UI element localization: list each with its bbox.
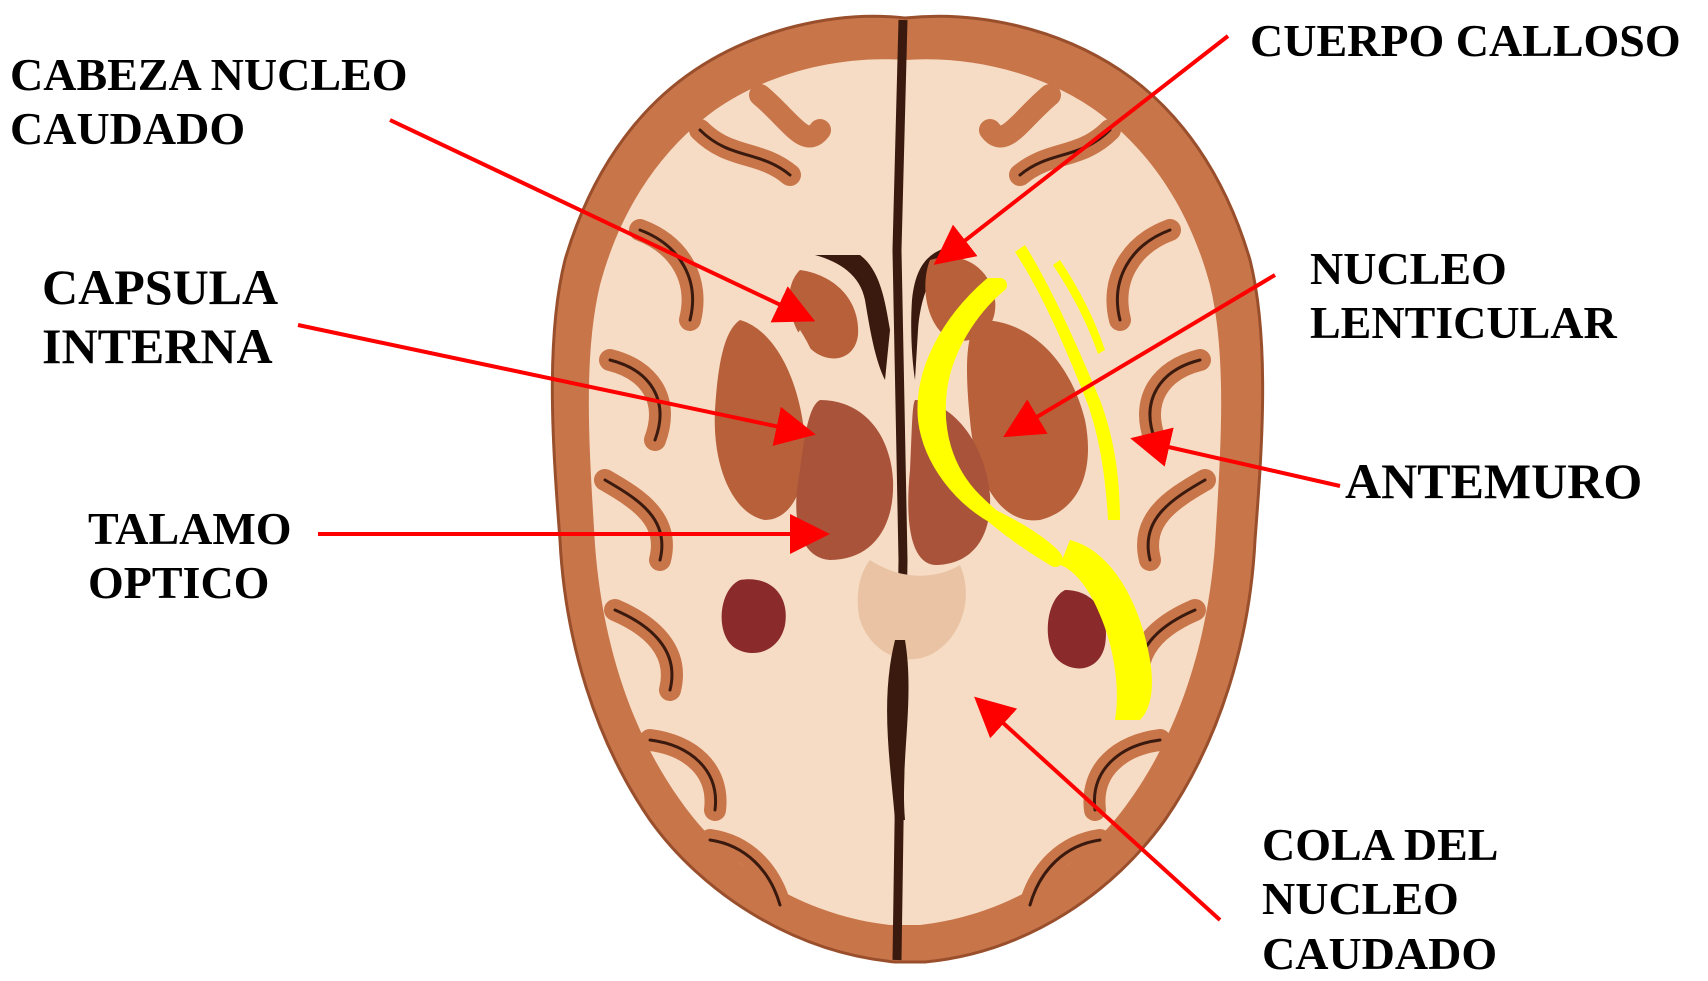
label-line: CAUDADO: [10, 102, 407, 156]
label-line: TALAMO: [88, 502, 292, 556]
label-line: LENTICULAR: [1310, 296, 1617, 350]
label-nucleo-lenticular: NUCLEO LENTICULAR: [1310, 242, 1617, 351]
label-cuerpo-calloso: CUERPO CALLOSO: [1250, 14, 1681, 68]
label-line: ANTEMURO: [1345, 452, 1642, 511]
left-temporal-horn: [722, 579, 786, 653]
label-cabeza-nucleo-caudado: CABEZA NUCLEO CAUDADO: [10, 48, 407, 157]
label-capsula-interna: CAPSULA INTERNA: [42, 258, 278, 376]
label-line: CAUDADO: [1262, 927, 1498, 981]
label-line: COLA DEL: [1262, 818, 1498, 872]
label-line: INTERNA: [42, 317, 278, 376]
label-line: CUERPO CALLOSO: [1250, 14, 1681, 68]
label-line: CABEZA NUCLEO: [10, 48, 407, 102]
label-line: CAPSULA: [42, 258, 278, 317]
label-line: NUCLEO: [1262, 872, 1498, 926]
label-line: OPTICO: [88, 556, 292, 610]
label-line: NUCLEO: [1310, 242, 1617, 296]
label-talamo-optico: TALAMO OPTICO: [88, 502, 292, 611]
label-antemuro: ANTEMURO: [1345, 452, 1642, 511]
label-cola-del-nucleo-caudado: COLA DEL NUCLEO CAUDADO: [1262, 818, 1498, 981]
